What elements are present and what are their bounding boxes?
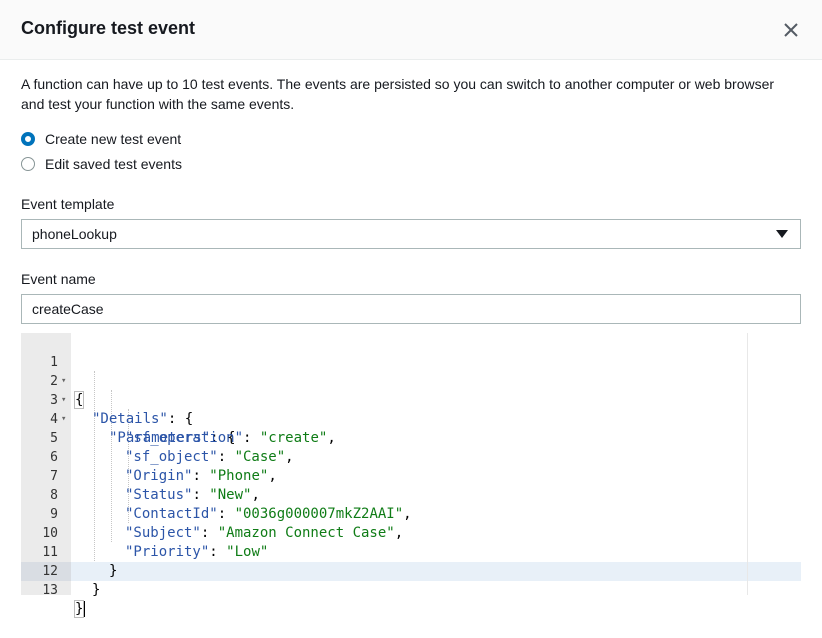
line-number: 5 (50, 431, 58, 446)
radio-create-new-label: Create new test event (45, 131, 182, 147)
indent-guide (128, 409, 129, 523)
indent-guide (111, 390, 112, 542)
code-line: 9 "Subject": "Amazon Connect Case", (21, 486, 801, 541)
editor-gutter (21, 333, 71, 595)
code-line: 11 } (21, 524, 801, 579)
code-text: "ContactId": "0036g000007mkZ2AAI", (125, 506, 412, 522)
indent-guide (94, 371, 95, 561)
code-line: 12 } (21, 543, 801, 598)
code-line: 5 "sf_object": "Case", (21, 410, 801, 465)
code-text: "sf_operation": "create", (125, 430, 336, 446)
close-button[interactable] (778, 17, 804, 43)
fold-arrow-icon[interactable]: ▾ (61, 395, 67, 405)
code-line: 7 "Status": "New", (21, 448, 801, 503)
radio-selected-icon[interactable] (21, 132, 35, 146)
event-name-value: createCase (32, 301, 104, 317)
line-number: 10 (42, 526, 58, 541)
fold-arrow-icon[interactable]: ▾ (61, 414, 67, 424)
code-line: 1 ▾ { (21, 334, 801, 409)
active-line-highlight (71, 562, 801, 581)
radio-edit-saved-label: Edit saved test events (45, 156, 182, 172)
event-template-label: Event template (21, 196, 115, 212)
line-number: 1 (50, 355, 58, 370)
code-line: 2 ▾ "Details": { (21, 353, 801, 427)
code-text: "Subject": "Amazon Connect Case", (125, 525, 404, 541)
code-line: 8 "ContactId": "0036g000007mkZ2AAI", (21, 467, 801, 522)
code-text: "Origin": "Phone", (125, 468, 277, 484)
code-line: 10 "Priority": "Low" (21, 505, 801, 560)
line-number: 6 (50, 450, 58, 465)
radio-unselected-icon[interactable] (21, 157, 35, 171)
line-number: 7 (50, 469, 58, 484)
line-number: 9 (50, 507, 58, 522)
event-template-select[interactable]: phoneLookup (21, 219, 801, 249)
code-text: "Parameters": { (109, 430, 236, 446)
line-number: 11 (42, 545, 58, 560)
radio-create-new[interactable]: Create new test event (21, 129, 181, 149)
code-text: "sf_object": "Case", (125, 449, 294, 465)
line-number: 2 (50, 374, 58, 389)
print-margin (747, 333, 748, 595)
event-name-label: Event name (21, 271, 96, 287)
code-text: "Details": { (92, 411, 194, 427)
code-line: 4 "sf_operation": "create", (21, 391, 801, 446)
code-text: "Priority": "Low" (125, 544, 269, 560)
event-name-input[interactable]: createCase (21, 294, 801, 324)
line-number: 12 (42, 564, 58, 579)
fold-arrow-icon[interactable]: ▾ (61, 376, 67, 386)
dialog-header: Configure test event (0, 0, 822, 60)
dialog-title: Configure test event (21, 18, 196, 38)
text-cursor (84, 601, 86, 617)
dialog-description: A function can have up to 10 test events… (21, 76, 775, 112)
code-line: 3 ▾ "Parameters": { (21, 372, 801, 446)
code-line: 6 "Origin": "Phone", (21, 429, 801, 484)
code-text: } (73, 600, 86, 618)
line-number: 13 (42, 583, 58, 598)
radio-edit-saved[interactable]: Edit saved test events (21, 154, 182, 174)
code-text: { (73, 391, 85, 409)
gutter-active-line (21, 562, 71, 581)
code-text: } (109, 563, 118, 579)
code-line: 13 } (21, 562, 801, 618)
line-number: 3 (50, 393, 58, 408)
line-number: 8 (50, 488, 58, 503)
json-code-editor[interactable]: 1 ▾ { 2 ▾ "Details": { 3 ▾ "Parameters":… (21, 333, 801, 618)
close-icon[interactable] (783, 22, 799, 38)
code-text: } (92, 582, 101, 598)
caret-down-icon (776, 230, 788, 238)
event-template-value: phoneLookup (32, 226, 117, 242)
code-text: "Status": "New", (125, 487, 260, 503)
line-number: 4 (50, 412, 58, 427)
